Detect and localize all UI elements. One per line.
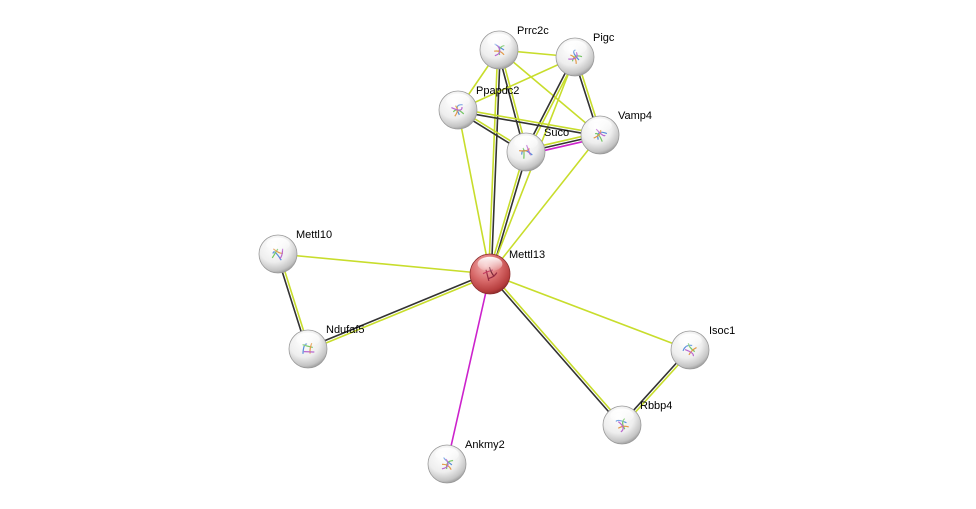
node-mettl13[interactable]: Mettl13: [469, 249, 545, 295]
edge-mettl13-ppapdc2[interactable]: [457, 109, 491, 275]
edge-line-textmining: [457, 56, 576, 111]
node-label-ppapdc2: Ppapdc2: [476, 85, 519, 97]
edge-mettl13-vamp4[interactable]: [489, 134, 601, 275]
node-gloss: [610, 408, 634, 423]
node-mettl10[interactable]: Mettl10: [258, 229, 332, 274]
edge-line-textmining: [307, 274, 492, 352]
edge-line-textmining: [490, 272, 624, 425]
node-gloss: [487, 33, 511, 48]
node-gloss: [514, 135, 538, 150]
node-prrc2c[interactable]: Prrc2c: [479, 25, 549, 70]
edge-mettl13-ankmy2[interactable]: [446, 273, 491, 465]
node-pigc[interactable]: Pigc: [555, 32, 615, 77]
edge-line-textmining: [489, 134, 601, 275]
node-ppapdc2[interactable]: Ppapdc2: [438, 85, 519, 130]
node-label-ankmy2: Ankmy2: [465, 439, 505, 451]
node-gloss: [563, 40, 587, 55]
edge-ppapdc2-vamp4[interactable]: [456, 107, 602, 138]
node-gloss: [296, 332, 320, 347]
node-rbbp4[interactable]: Rbbp4: [602, 400, 672, 445]
node-ndufaf5[interactable]: Ndufaf5: [288, 324, 365, 369]
node-label-pigc: Pigc: [593, 32, 615, 44]
node-suco[interactable]: Suco: [506, 127, 569, 172]
node-label-prrc2c: Prrc2c: [517, 25, 549, 37]
node-label-rbbp4: Rbbp4: [640, 400, 672, 412]
edge-line-textmining: [277, 253, 491, 275]
edge-mettl13-isoc1[interactable]: [489, 273, 691, 351]
edge-line-coexpression: [306, 271, 491, 349]
edge-line-textmining: [487, 49, 499, 275]
edge-line-textmining: [457, 107, 602, 135]
node-gloss: [435, 447, 459, 462]
edge-line-textmining: [489, 273, 691, 351]
node-ankmy2[interactable]: Ankmy2: [427, 439, 505, 484]
node-gloss: [678, 333, 702, 348]
edge-line-coexpression: [456, 110, 601, 138]
edge-mettl13-prrc2c[interactable]: [487, 49, 502, 275]
node-gloss: [588, 118, 612, 133]
node-isoc1[interactable]: Isoc1: [670, 325, 735, 370]
node-label-mettl10: Mettl10: [296, 229, 332, 241]
edge-mettl13-mettl10[interactable]: [277, 253, 491, 275]
edge-line-textmining: [498, 49, 601, 136]
node-label-ndufaf5: Ndufaf5: [326, 324, 365, 336]
nodes-layer: Prrc2cPigcPpapdc2Vamp4SucoMettl10Mettl13…: [258, 25, 735, 484]
edge-line-textmining: [487, 150, 526, 275]
node-label-mettl13: Mettl13: [509, 249, 545, 261]
edge-line-textmining: [457, 109, 491, 275]
node-label-suco: Suco: [544, 127, 569, 139]
edge-line-coexpression: [488, 274, 622, 427]
node-vamp4[interactable]: Vamp4: [580, 110, 652, 155]
edge-prrc2c-vamp4[interactable]: [498, 49, 601, 136]
node-gloss: [477, 256, 503, 272]
edge-mettl13-ndufaf5[interactable]: [306, 271, 492, 352]
node-gloss: [266, 237, 290, 252]
node-label-vamp4: Vamp4: [618, 110, 652, 122]
edge-pigc-ppapdc2[interactable]: [457, 56, 576, 111]
edge-line-experiments: [446, 273, 491, 465]
node-gloss: [446, 93, 470, 108]
edge-mettl13-rbbp4[interactable]: [488, 272, 624, 427]
node-label-isoc1: Isoc1: [709, 325, 735, 337]
edge-line-coexpression: [490, 49, 502, 275]
